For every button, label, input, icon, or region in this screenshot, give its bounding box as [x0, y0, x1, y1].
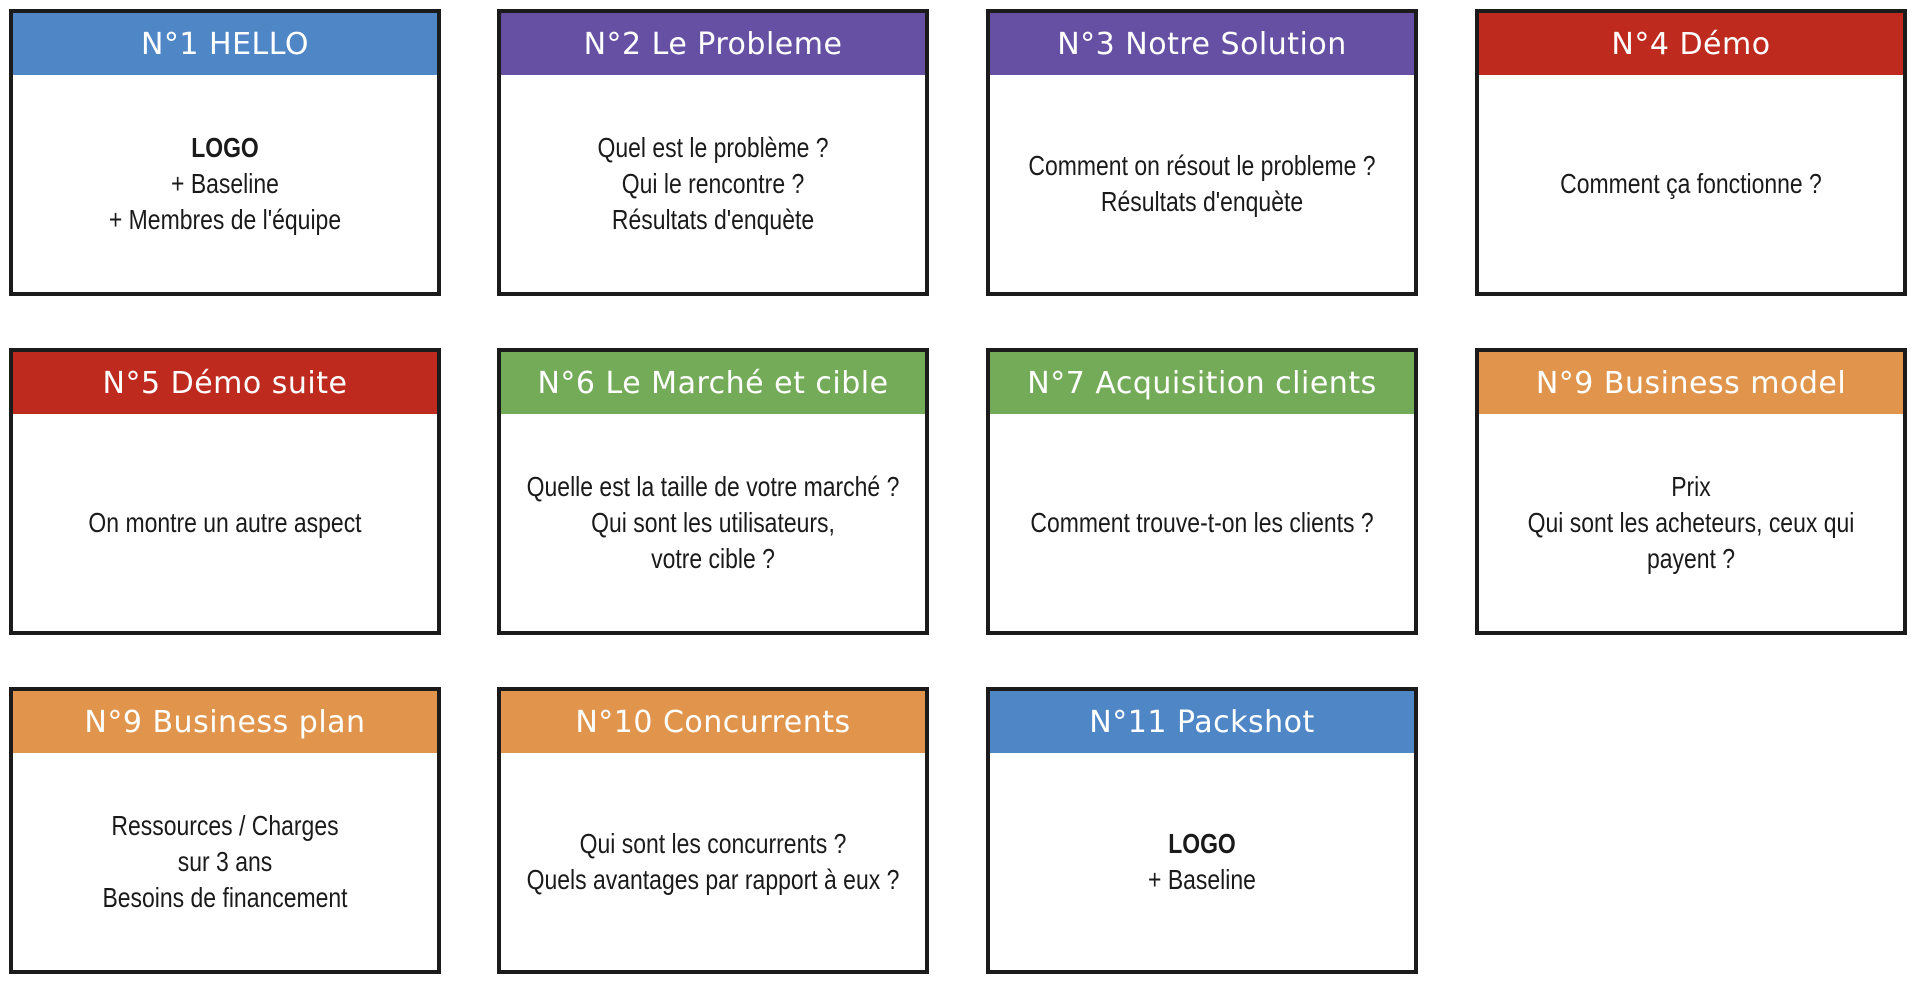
card-text-line: Comment ça fonctionne ?	[1560, 167, 1822, 199]
card-title: N°10 Concurrents	[501, 691, 925, 753]
card-body: Comment ça fonctionne ?	[1517, 75, 1865, 292]
card-text-line: Quelle est la taille de votre marché ?	[526, 470, 900, 502]
card-title: N°11 Packshot	[990, 691, 1414, 753]
card-text-line: Comment trouve-t-on les clients ?	[1030, 506, 1374, 538]
card-title: N°1 HELLO	[13, 13, 437, 75]
card-body: Quelle est la taille de votre marché ? Qu…	[527, 414, 900, 631]
card-body: Comment on résout le probleme ? Résultats…	[1028, 75, 1376, 292]
card-text-line: Ressources / Charges	[111, 809, 339, 841]
card-text-line: LOGO	[1168, 827, 1236, 859]
card-text-line: Comment on résout le probleme ?	[1028, 149, 1376, 181]
card-text-line: votre cible ?	[651, 542, 775, 574]
card-text-line: Prix	[1671, 470, 1711, 502]
card-hello: N°1 HELLO LOGO + Baseline + Membres de l'éq…	[9, 9, 441, 296]
card-text-line: LOGO	[191, 131, 259, 163]
card-body: Quel est le problème ? Qui le rencontre ?…	[539, 75, 887, 292]
card-body: Comment trouve-t-on les clients ?	[1028, 414, 1376, 631]
card-text-line: Qui sont les concurrents ?	[579, 827, 847, 859]
card-text-line: sur 3 ans	[177, 845, 273, 877]
card-text-line: Qui sont les utilisateurs,	[591, 506, 835, 538]
card-body: Qui sont les concurrents ? Quels avantage…	[527, 753, 900, 970]
card-body: LOGO + Baseline	[1028, 753, 1376, 970]
card-text-line: Quel est le problème ?	[597, 131, 829, 163]
card-text-line: + Baseline	[171, 167, 279, 199]
card-text-line: + Membres de l'équipe	[108, 203, 342, 235]
card-title: N°7 Acquisition clients	[990, 352, 1414, 414]
card-title: N°9 Business model	[1479, 352, 1903, 414]
card-text-line: Besoins de financement	[102, 881, 348, 913]
card-title: N°3 Notre Solution	[990, 13, 1414, 75]
card-body: LOGO + Baseline + Membres de l'équipe	[51, 75, 399, 292]
card-text-line: payent ?	[1646, 542, 1736, 574]
card-text-line: Qui le rencontre ?	[621, 167, 805, 199]
card-text-line: Résultats d'enquète	[611, 203, 815, 235]
card-body: On montre un autre aspect	[51, 414, 399, 631]
card-title: N°4 Démo	[1479, 13, 1903, 75]
card-text-line: Qui sont les acheteurs, ceux qui	[1527, 506, 1855, 538]
card-text-line: Quels avantages par rapport à eux ?	[526, 863, 900, 895]
card-text-line: On montre un autre aspect	[88, 506, 362, 538]
card-title: N°5 Démo suite	[13, 352, 437, 414]
card-title: N°6 Le Marché et cible	[501, 352, 925, 414]
card-demo-suite: N°5 Démo suite On montre un autre aspect	[9, 348, 441, 635]
card-title: N°2 Le Probleme	[501, 13, 925, 75]
card-text-line: Résultats d'enquète	[1100, 185, 1304, 217]
card-text-line: + Baseline	[1148, 863, 1256, 895]
card-title: N°9 Business plan	[13, 691, 437, 753]
